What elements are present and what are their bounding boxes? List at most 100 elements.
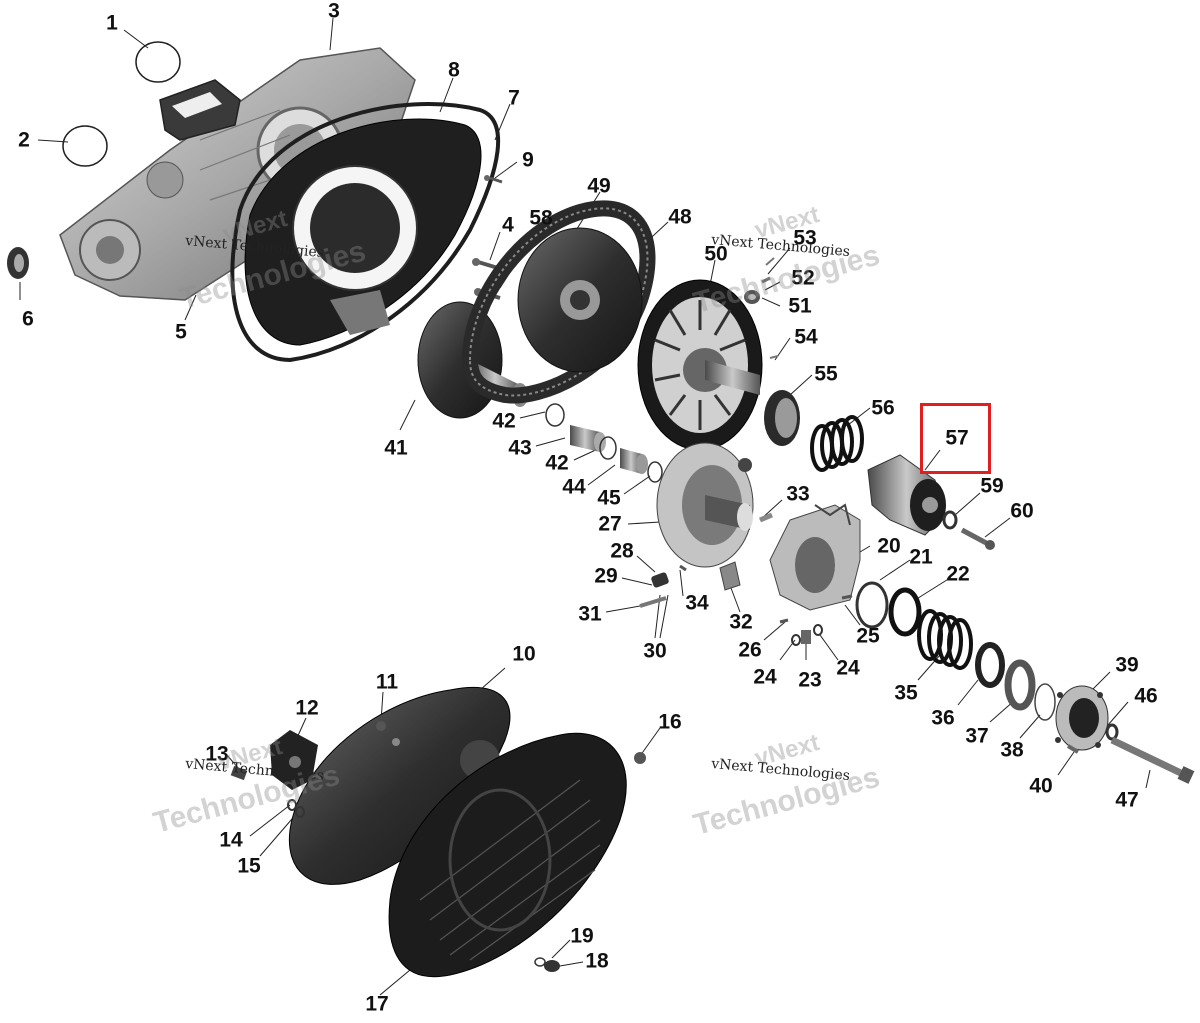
- callout-9: 9: [522, 148, 534, 172]
- callout-55: 55: [814, 362, 838, 386]
- callout-43: 43: [508, 436, 532, 460]
- screw: [634, 752, 646, 764]
- seal-ring: [975, 642, 1005, 688]
- slider-block: [651, 572, 669, 588]
- cap-bolt: [960, 527, 995, 550]
- callout-44: 44: [562, 475, 586, 499]
- callout-29: 29: [594, 564, 618, 588]
- spacer: [801, 630, 811, 644]
- callout-22: 22: [946, 562, 970, 586]
- roller-pin: [759, 512, 773, 523]
- callout-2: 2: [18, 128, 30, 152]
- callout-17: 17: [365, 992, 389, 1016]
- callout-38: 38: [1000, 738, 1024, 762]
- callout-25: 25: [856, 624, 880, 648]
- cover-bolt: [472, 258, 499, 270]
- small-screw: [769, 355, 779, 359]
- callout-39: 39: [1115, 653, 1139, 677]
- o-ring: [135, 41, 181, 83]
- callout-18: 18: [585, 949, 609, 973]
- callout-7: 7: [508, 86, 520, 110]
- callout-31: 31: [578, 602, 602, 626]
- o-ring: [62, 125, 108, 167]
- fixed-sheave: [637, 279, 763, 451]
- callout-36: 36: [931, 706, 955, 730]
- sensor-clip: [230, 765, 248, 781]
- thin-ring: [1034, 683, 1056, 721]
- callout-51: 51: [788, 294, 812, 318]
- small-pin: [841, 594, 853, 600]
- small-o-ring: [295, 806, 305, 818]
- callout-8: 8: [448, 58, 460, 82]
- clutch-spring: [810, 415, 864, 472]
- sensor-bracket: [270, 730, 318, 790]
- spider-ring: [888, 587, 922, 637]
- drive-belt: [461, 200, 656, 404]
- oil-seal: [7, 247, 29, 279]
- callout-45: 45: [597, 486, 621, 510]
- small-pin: [679, 564, 687, 572]
- callout-21: 21: [909, 545, 933, 569]
- callout-10: 10: [512, 642, 536, 666]
- callout-60: 60: [1010, 499, 1034, 523]
- callout-6: 6: [22, 307, 34, 331]
- callout-57: 57: [945, 426, 969, 450]
- inner-cover-plate: [244, 118, 482, 346]
- bushing-ring: [599, 436, 617, 460]
- callout-41: 41: [384, 436, 408, 460]
- callout-16: 16: [658, 710, 682, 734]
- bearing-ring: [1004, 659, 1036, 711]
- callout-46: 46: [1134, 684, 1158, 708]
- spring-cap: [867, 454, 946, 536]
- highlight-box: [920, 403, 991, 474]
- callout-54: 54: [794, 325, 818, 349]
- bushing: [570, 425, 606, 452]
- spring-retainer: [764, 390, 800, 446]
- small-screw: [765, 257, 775, 266]
- callout-28: 28: [610, 539, 634, 563]
- callout-52: 52: [791, 266, 815, 290]
- callout-33: 33: [786, 482, 810, 506]
- washer: [942, 510, 958, 530]
- ramp-block: [719, 561, 741, 591]
- callout-34: 34: [685, 591, 709, 615]
- end-cap: [1055, 685, 1109, 751]
- callout-56: 56: [871, 396, 895, 420]
- callout-3: 3: [328, 0, 340, 23]
- cover-gasket: [230, 102, 501, 363]
- roller-pin: [639, 596, 667, 608]
- callout-24a: 24: [753, 665, 777, 689]
- callout-32: 32: [729, 610, 753, 634]
- small-pin: [779, 618, 789, 624]
- callout-58: 58: [529, 206, 553, 230]
- callout-12: 12: [295, 696, 319, 720]
- callout-14: 14: [219, 828, 243, 852]
- callout-26: 26: [738, 638, 762, 662]
- callout-59: 59: [980, 474, 1004, 498]
- plug-o-ring: [534, 957, 546, 967]
- callout-13: 13: [205, 742, 229, 766]
- secondary-spring: [917, 609, 973, 670]
- callout-23: 23: [798, 668, 822, 692]
- callout-37: 37: [965, 724, 989, 748]
- callout-40: 40: [1029, 774, 1053, 798]
- screw: [376, 721, 386, 731]
- cover-bolt: [484, 175, 503, 184]
- washer: [1105, 723, 1119, 741]
- drain-plug: [544, 960, 560, 972]
- callout-27: 27: [598, 512, 622, 536]
- bushing: [620, 448, 648, 474]
- small-roller: [744, 290, 760, 304]
- callout-11: 11: [375, 670, 399, 694]
- callout-19: 19: [570, 924, 594, 948]
- small-pin: [761, 276, 771, 284]
- callout-42b: 42: [545, 451, 569, 475]
- callout-1: 1: [106, 11, 118, 35]
- callout-35: 35: [894, 681, 918, 705]
- callout-24b: 24: [836, 656, 860, 680]
- callout-42a: 42: [492, 409, 516, 433]
- callout-53: 53: [793, 226, 817, 250]
- callout-48: 48: [668, 205, 692, 229]
- spider-ring: [855, 581, 889, 629]
